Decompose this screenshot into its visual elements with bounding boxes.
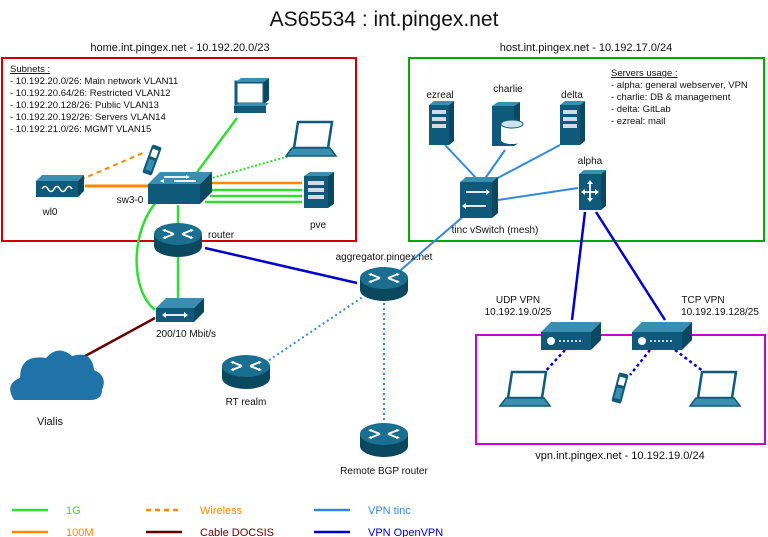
link-alpha-udpvpn [570,211,587,321]
tcp-subnet-label: 10.192.19.128/25 [681,307,759,318]
sw3-label: sw3-0 [117,195,144,206]
link-wl0-phone [79,151,146,181]
server-icon [560,101,585,145]
subnet-item: - 10.192.20.192/26: Servers VLAN14 [10,112,166,123]
remote-bgp-label: Remote BGP router [340,466,428,477]
switch-icon [148,172,212,204]
link-tinc-charlie [483,149,506,181]
router-icon [221,354,271,390]
vialis-label: Vialis [37,416,64,428]
link-tinc-ezreal [444,144,479,181]
laptop-icon [498,370,552,408]
alpha-label: alpha [578,156,603,167]
legend-label-docsis: Cable DOCSIS [200,527,274,537]
servers-usage-heading: Servers usage : [611,68,678,79]
link-aggregator-rtrealm [261,291,371,366]
link-sw3-desktop [193,117,239,176]
subnet-item: - 10.192.20.0/26: Main network VLAN11 [10,76,178,87]
switch-icon [460,177,498,218]
access-point-icon [36,175,84,197]
desktop-icon [234,78,269,113]
phone-icon [611,372,629,404]
subnets-heading: Subnets : [10,64,50,75]
legend-label-openvpn: VPN OpenVPN [368,527,443,537]
link-router-aggregator [204,246,358,285]
server-icon [304,172,334,208]
legend-label-tinc: VPN tinc [368,505,411,517]
vpn-zone-box [475,334,766,445]
rt-realm-label: RT realm [226,397,267,408]
link-sw3-modem [135,199,159,311]
legend-label-100m: 100M [66,527,94,537]
charlie-label: charlie [493,84,523,95]
vpn-box-icon [632,322,692,350]
phone-icon [142,144,162,176]
udp-vpn-label: UDP VPN [496,295,540,306]
delta-label: delta [561,90,583,101]
host-zone-box [408,57,765,242]
link-tinc-delta [493,144,561,181]
tinc-label: tinc vSwitch (mesh) [452,225,539,236]
servers-usage-item: - ezreal: mail [611,116,665,127]
aggregator-label: aggregator.pingex.net [336,252,433,263]
diagram-title: AS65534 : int.pingex.net [270,8,499,31]
modem-icon [156,298,204,322]
servers-usage-item: - charlie: DB & management [611,92,731,103]
ezreal-label: ezreal [426,90,453,101]
subnet-item: - 10.192.21.0/26: MGMT VLAN15 [10,124,151,135]
link-tcpvpn-phone [629,349,651,376]
subnet-item: - 10.192.20.128/26: Public VLAN13 [10,100,159,111]
home-zone-label: home.int.pingex.net - 10.192.20.0/23 [90,42,269,54]
udp-subnet-label: 10.192.19.0/25 [485,307,552,318]
link-alpha-tcpvpn [594,211,667,321]
servers-usage-item: - delta: GitLab [611,104,671,115]
laptop-icon [284,120,338,158]
router-icon [153,222,203,258]
server-icon [429,101,454,145]
link-aggregator-tinc [394,214,466,276]
pve-label: pve [310,220,327,231]
host-zone-label: host.int.pingex.net - 10.192.17.0/24 [500,42,672,54]
legend-label-wireless: Wireless [200,505,243,517]
tcp-vpn-label: TCP VPN [681,295,724,306]
link-sw3-laptop [204,152,301,181]
legend-label-1g: 1G [66,505,81,517]
router-icon [359,266,409,302]
wl0-label: wl0 [41,207,57,218]
vpn-box-icon [541,322,601,350]
database-server-icon [492,102,524,146]
vpn-zone-label: vpn.int.pingex.net - 10.192.19.0/24 [535,450,704,462]
router-label: router [208,230,235,241]
servers-usage-item: - alpha: general webserver, VPN [611,80,748,91]
cloud-icon [10,350,104,400]
link-tinc-alpha [497,187,579,201]
laptop-icon [688,370,742,408]
subnet-item: - 10.192.20.64/26: Restricted VLAN12 [10,88,171,99]
modem-label: 200/10 Mbit/s [156,329,216,340]
router-icon [359,422,409,458]
firewall-icon [579,170,606,210]
